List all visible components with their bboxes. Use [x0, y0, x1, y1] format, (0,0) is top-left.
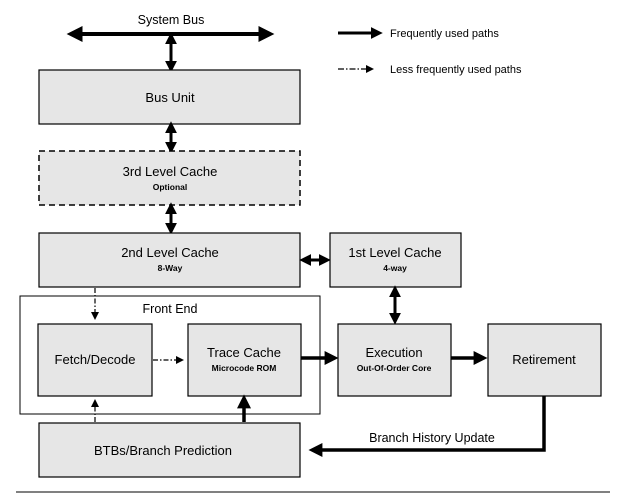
trace-cache-sublabel: Microcode ROM	[212, 363, 277, 373]
btb-branch-prediction-label: BTBs/Branch Prediction	[94, 443, 232, 458]
branch-history-update-arrow	[308, 396, 546, 457]
branch-history-update-label: Branch History Update	[369, 431, 495, 445]
front-end-label: Front End	[143, 302, 198, 316]
legend-less-frequent-label: Less frequently used paths	[390, 64, 522, 76]
l1-cache-sublabel: 4-way	[383, 263, 407, 273]
l1-cache-label: 1st Level Cache	[348, 245, 441, 260]
bus-unit-box: Bus Unit	[38, 69, 301, 125]
l2-cache-sublabel: 8-Way	[158, 263, 183, 273]
front-end-frame: Front End	[19, 295, 321, 415]
execution-label: Execution	[365, 345, 422, 360]
fetch-decode-label: Fetch/Decode	[55, 352, 136, 367]
l2-cache-label: 2nd Level Cache	[121, 245, 219, 260]
retirement-box: Retirement	[487, 323, 602, 397]
l2-cache-box: 2nd Level Cache 8-Way	[38, 232, 301, 288]
execution-sublabel: Out-Of-Order Core	[357, 363, 432, 373]
btb-branch-prediction-box: BTBs/Branch Prediction	[38, 422, 301, 478]
trace-cache-box: Trace Cache Microcode ROM	[187, 323, 302, 397]
fetch-decode-box: Fetch/Decode	[37, 323, 153, 397]
legend-frequent-label: Frequently used paths	[390, 28, 499, 40]
retirement-label: Retirement	[512, 352, 576, 367]
trace-cache-label: Trace Cache	[207, 345, 281, 360]
l3-cache-label: 3rd Level Cache	[123, 164, 218, 179]
system-bus-label: System Bus	[138, 13, 205, 27]
l3-cache-sublabel: Optional	[153, 182, 187, 192]
execution-box: Execution Out-Of-Order Core	[337, 323, 452, 397]
bus-unit-label: Bus Unit	[145, 90, 195, 105]
l1-cache-box: 1st Level Cache 4-way	[329, 232, 462, 288]
l3-cache-box: 3rd Level Cache Optional	[38, 150, 301, 206]
